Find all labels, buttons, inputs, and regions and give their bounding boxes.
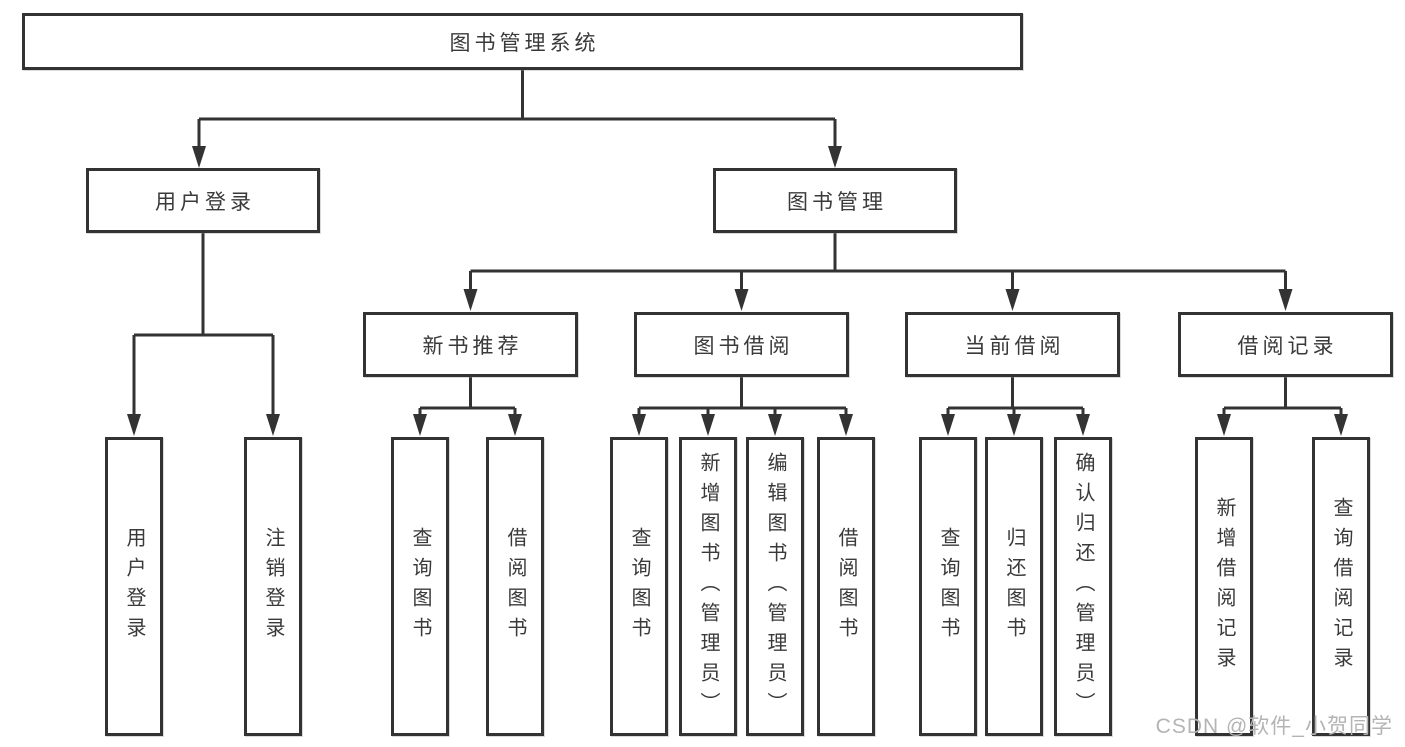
leaf-query-books-recommend: 查询图书	[391, 437, 449, 736]
leaf-borrow-books-recommend: 借阅图书	[486, 437, 544, 736]
node-book-management: 图书管理	[713, 168, 957, 233]
connector-root-to-level2	[192, 70, 842, 168]
leaf-logout: 注销登录	[244, 437, 302, 736]
watermark: CSDN @软件_小贺同学	[1155, 715, 1393, 738]
leaf-add-book-admin: 新增图书（管理员）	[679, 437, 737, 736]
node-borrow-records: 借阅记录	[1178, 312, 1393, 377]
node-book-borrow: 图书借阅	[634, 312, 849, 377]
connector-new-book-to-leaves	[413, 377, 522, 436]
connector-borrow-records-to-leaves	[1217, 377, 1348, 436]
leaf-confirm-return-admin: 确认归还（管理员）	[1054, 437, 1112, 736]
node-current-borrow: 当前借阅	[905, 312, 1120, 377]
leaf-edit-book-admin: 编辑图书（管理员）	[746, 437, 804, 736]
leaf-borrow-books: 借阅图书	[817, 437, 875, 736]
leaf-query-books-borrow: 查询图书	[610, 437, 668, 736]
leaf-return-book: 归还图书	[985, 437, 1043, 736]
leaf-query-books-current: 查询图书	[919, 437, 977, 736]
connector-book-borrow-to-leaves	[632, 377, 853, 436]
leaf-user-login: 用户登录	[105, 437, 163, 736]
connector-current-borrow-to-leaves	[941, 377, 1090, 436]
node-user-login: 用户登录	[86, 168, 320, 233]
node-new-book-recommend: 新书推荐	[363, 312, 578, 377]
leaf-query-borrow-record: 查询借阅记录	[1312, 437, 1370, 736]
leaf-add-borrow-record: 新增借阅记录	[1195, 437, 1253, 736]
node-root: 图书管理系统	[22, 13, 1023, 70]
connector-user-login-to-leaves	[127, 233, 280, 436]
connector-book-management-to-level3	[463, 233, 1293, 311]
